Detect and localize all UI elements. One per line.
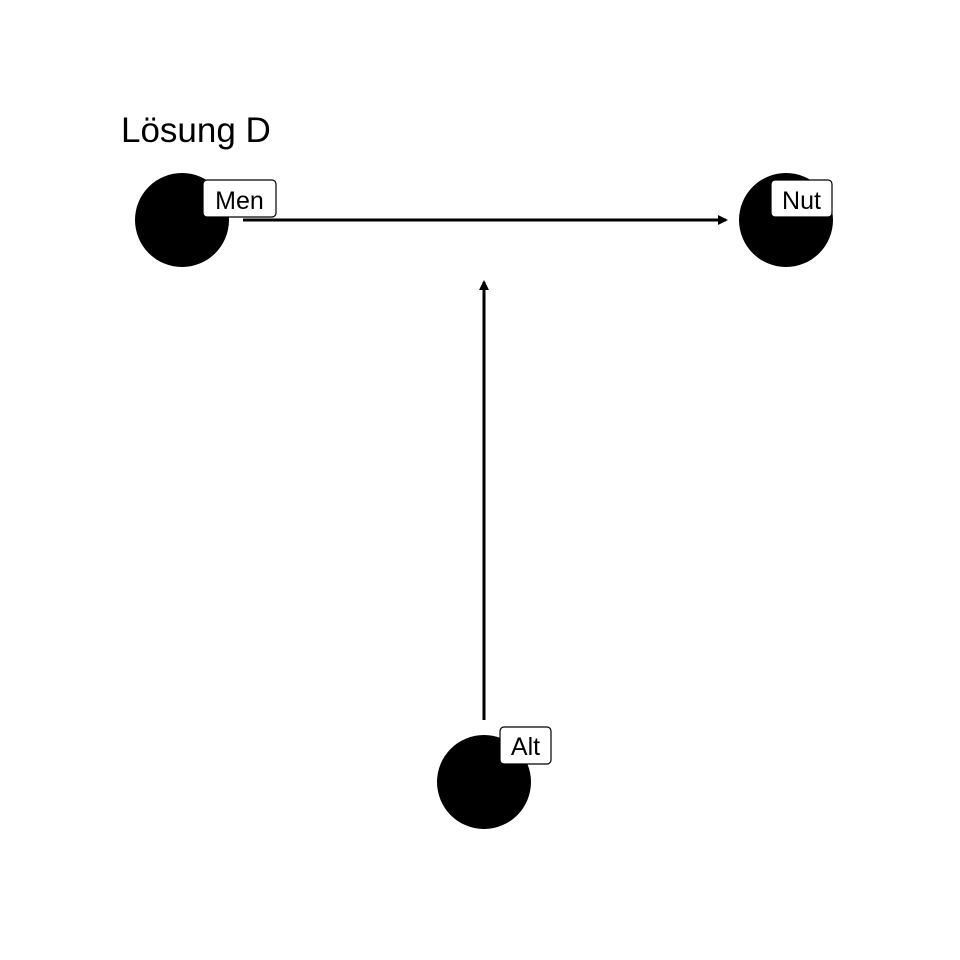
node-nut-label: Nut <box>782 187 821 215</box>
node-alt-label-box <box>499 726 552 765</box>
node-alt: Alt <box>437 726 552 829</box>
diagram-title: Lösung D <box>121 111 271 150</box>
node-nut-label-box <box>770 179 833 218</box>
node-men-label: Men <box>215 187 264 215</box>
node-men-label-box <box>202 179 277 218</box>
node-nut: Nut <box>739 173 833 267</box>
node-alt-label: Alt <box>511 733 540 761</box>
node-men: Men <box>135 173 277 267</box>
